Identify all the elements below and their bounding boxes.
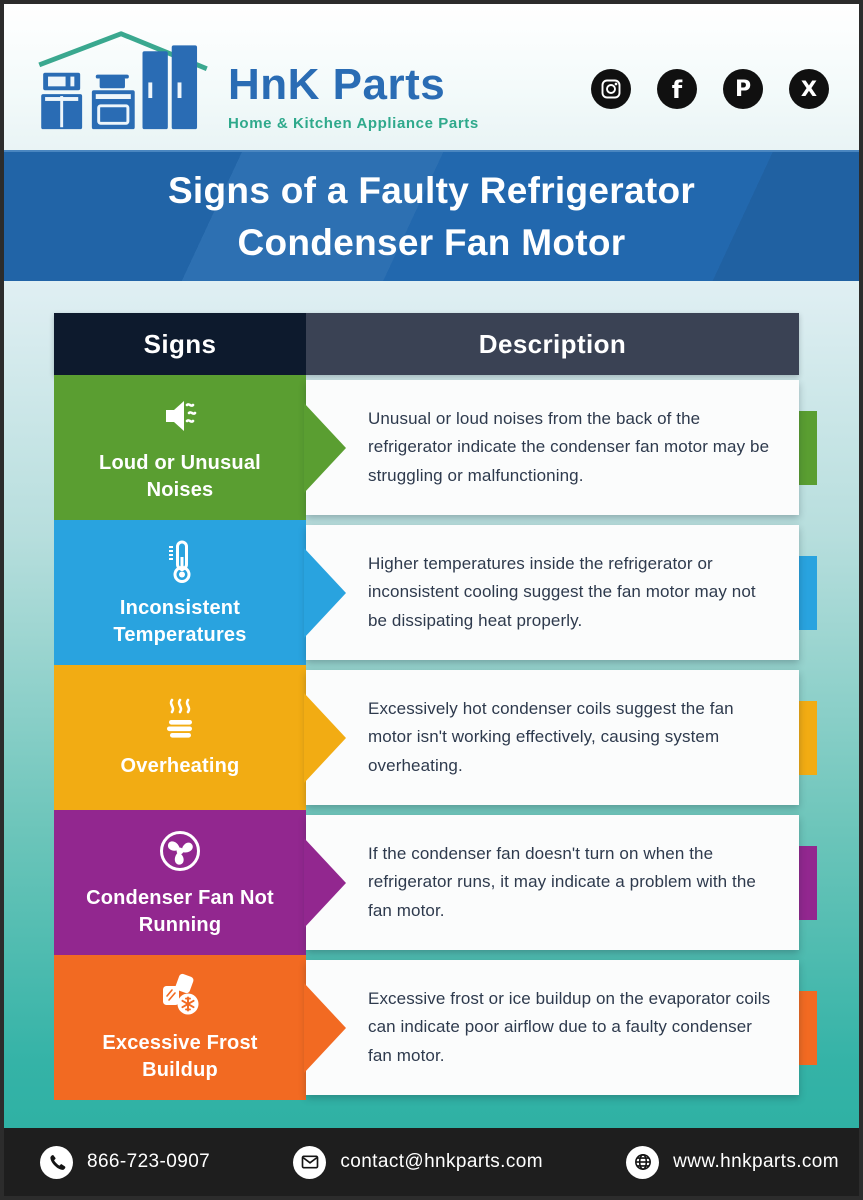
main-content: Signs Description Loud or Unusual Noises… (4, 281, 859, 1128)
sign-label: Inconsistent Temperatures (113, 596, 247, 646)
sign-cell: Loud or Unusual Noises (54, 375, 306, 520)
table-row: Inconsistent Temperatures Higher tempera… (54, 520, 817, 665)
row-color-tab (799, 700, 817, 775)
website-contact[interactable]: www.hnkparts.com (626, 1145, 839, 1179)
phone-icon (40, 1145, 73, 1179)
table-header-row: Signs Description (54, 313, 799, 375)
description-card: Excessive frost or ice buildup on the ev… (306, 960, 799, 1095)
table-row: Overheating Excessively hot condenser co… (54, 665, 817, 810)
sign-label: Excessive Frost Buildup (102, 1031, 258, 1081)
description-card: Excessively hot condenser coils suggest … (306, 670, 799, 805)
description-text: Excessive frost or ice buildup on the ev… (368, 988, 771, 1065)
website-url: www.hnkparts.com (673, 1151, 839, 1172)
brand-tagline: Home & Kitchen Appliance Parts (228, 114, 479, 132)
description-text: Excessively hot condenser coils suggest … (368, 698, 734, 775)
row-arrow-decoration (304, 692, 346, 783)
table-rows: Loud or Unusual Noises Unusual or loud n… (54, 375, 817, 1100)
globe-icon (626, 1145, 660, 1179)
frost-icon (156, 972, 204, 1020)
header: HnK Parts Home & Kitchen Appliance Parts… (4, 4, 859, 150)
brand-name: HnK Parts (228, 60, 446, 110)
sign-cell: Overheating (54, 665, 306, 810)
description-column-header: Description (306, 313, 799, 375)
sign-cell: Condenser Fan Not Running (54, 810, 306, 955)
social-links: f P X (591, 69, 829, 109)
row-arrow-decoration (304, 547, 346, 638)
row-arrow-decoration (304, 402, 346, 493)
row-color-tab (799, 555, 817, 630)
appliances-logo-icon (38, 31, 208, 130)
signs-column-header: Signs (54, 313, 306, 375)
heat-icon (156, 695, 204, 743)
sign-label: Condenser Fan Not Running (86, 886, 274, 936)
email-icon (293, 1145, 327, 1179)
page-title: Signs of a Faulty Refrigerator Condenser… (167, 169, 696, 263)
sign-label: Overheating (120, 755, 240, 777)
description-card: If the condenser fan doesn't turn on whe… (306, 815, 799, 950)
facebook-icon[interactable]: f (657, 69, 697, 109)
row-color-tab (799, 845, 817, 920)
speaker-icon (156, 392, 204, 440)
table-row: Condenser Fan Not Running If the condens… (54, 810, 817, 955)
description-card: Higher temperatures inside the refrigera… (306, 525, 799, 660)
pinterest-icon[interactable]: P (723, 69, 763, 109)
sign-cell: Inconsistent Temperatures (54, 520, 306, 665)
title-banner: Signs of a Faulty Refrigerator Condenser… (4, 150, 859, 281)
sign-cell: Excessive Frost Buildup (54, 955, 306, 1100)
sign-label: Loud or Unusual Noises (99, 451, 261, 501)
fan-icon (156, 827, 204, 875)
row-arrow-decoration (304, 837, 346, 928)
thermometer-icon (156, 537, 204, 585)
brand-logo: HnK Parts Home & Kitchen Appliance Parts (30, 24, 479, 136)
footer: 866-723-0907 contact@hnkparts.com www. (4, 1128, 859, 1196)
description-text: If the condenser fan doesn't turn on whe… (368, 843, 756, 920)
signs-table: Signs Description Loud or Unusual Noises… (54, 313, 817, 1100)
brand-text: HnK Parts Home & Kitchen Appliance Parts (228, 60, 479, 132)
description-text: Higher temperatures inside the refrigera… (368, 553, 756, 630)
instagram-icon[interactable] (591, 69, 631, 109)
table-row: Loud or Unusual Noises Unusual or loud n… (54, 375, 817, 520)
table-row: Excessive Frost Buildup Excessive frost … (54, 955, 817, 1100)
description-card: Unusual or loud noises from the back of … (306, 380, 799, 515)
email-contact[interactable]: contact@hnkparts.com (293, 1145, 543, 1179)
row-color-tab (799, 410, 817, 485)
phone-number: 866-723-0907 (87, 1151, 211, 1172)
row-color-tab (799, 990, 817, 1065)
description-text: Unusual or loud noises from the back of … (368, 408, 770, 485)
x-icon[interactable]: X (789, 69, 829, 109)
email-address: contact@hnkparts.com (340, 1151, 543, 1172)
phone-contact[interactable]: 866-723-0907 (40, 1145, 211, 1179)
row-arrow-decoration (304, 982, 346, 1073)
